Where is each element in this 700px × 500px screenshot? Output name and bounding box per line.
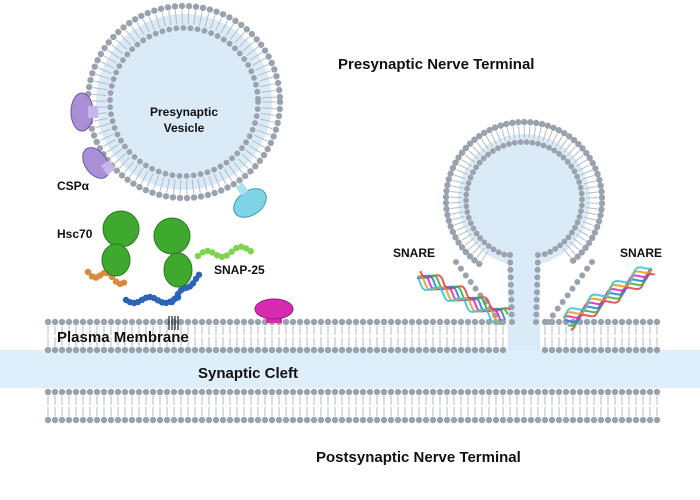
fusing-vesicle (442, 118, 606, 350)
vesicle-label-line1: Presynaptic (150, 105, 218, 119)
plasma-membrane-label: Plasma Membrane (57, 329, 189, 346)
synaptic-cleft-label: Synaptic Cleft (198, 365, 298, 382)
cyan-vesicle-protein (233, 182, 267, 218)
snare-complex-right (562, 266, 656, 331)
postsynaptic-terminal-label: Postsynaptic Nerve Terminal (316, 449, 521, 466)
cspa-protein-bottom (82, 147, 116, 179)
presynaptic-vesicle (84, 2, 284, 202)
hsc70-protein-left (101, 210, 140, 277)
cspa-label: CSPα (57, 179, 90, 193)
snap25-label: SNAP-25 (214, 263, 265, 277)
snap25-chain (84, 243, 254, 307)
plasma-membrane (44, 318, 661, 354)
presynaptic-terminal-label: Presynaptic Nerve Terminal (338, 56, 534, 73)
snare-right-label: SNARE (620, 246, 662, 260)
vesicle-label-line2: Vesicle (164, 121, 205, 135)
snare-left-label: SNARE (393, 246, 435, 260)
magenta-membrane-protein (254, 298, 294, 323)
snap25-membrane-anchor (168, 316, 179, 330)
hsc70-protein-right (153, 217, 193, 288)
cspa-protein-top (70, 92, 98, 132)
snare-complex-left (416, 270, 511, 324)
synaptic-cleft-band (0, 350, 700, 388)
hsc70-label: Hsc70 (57, 227, 93, 241)
postsynaptic-membrane (44, 388, 661, 424)
